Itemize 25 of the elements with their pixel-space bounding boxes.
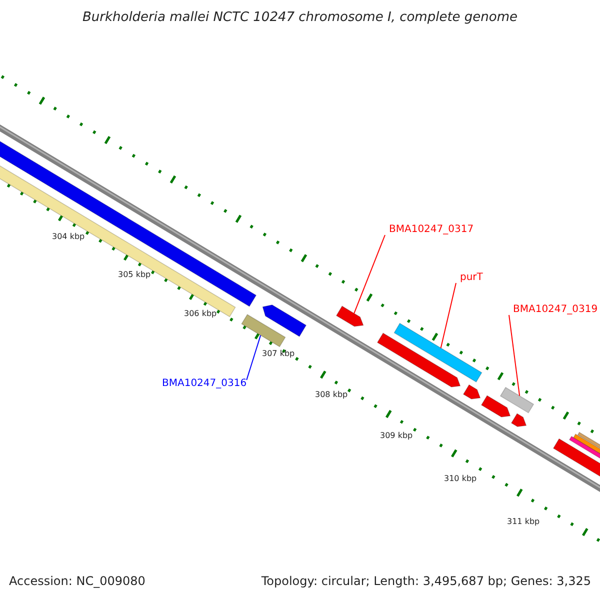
scale-label: 306 kbp	[184, 310, 217, 319]
leader-line	[354, 234, 386, 314]
gene-label: purT	[460, 272, 483, 283]
gene-bar	[241, 314, 286, 348]
gene-label: BMA10247_0319	[513, 304, 598, 315]
scale-label: 309 kbp	[380, 432, 413, 441]
gene-block	[376, 332, 461, 388]
gene-block	[262, 304, 307, 338]
scale-label: 311 kbp	[507, 518, 540, 527]
scale-label: 308 kbp	[315, 391, 348, 400]
gene-bar	[500, 386, 534, 414]
leader-line	[246, 334, 262, 380]
leader-line	[440, 282, 456, 348]
accession-text: Accession: NC_009080	[9, 575, 146, 588]
scale-label: 310 kbp	[444, 475, 477, 484]
gene-bar	[394, 322, 482, 383]
title: Burkholderia mallei NCTC 10247 chromosome I, complete genome	[81, 11, 519, 26]
scale-label: 307 kbp	[262, 350, 295, 359]
genome-info: Topology: circular; Length: 3,495,687 bp; Genes: 3,325	[261, 575, 591, 588]
gene-label: BMA10247_0317	[389, 224, 474, 235]
gene-block	[480, 395, 511, 418]
gene-label: BMA10247_0316	[162, 378, 247, 389]
gene-block	[336, 306, 364, 327]
scale-label: 305 kbp	[118, 271, 151, 280]
scale-label: 304 kbp	[52, 233, 85, 242]
